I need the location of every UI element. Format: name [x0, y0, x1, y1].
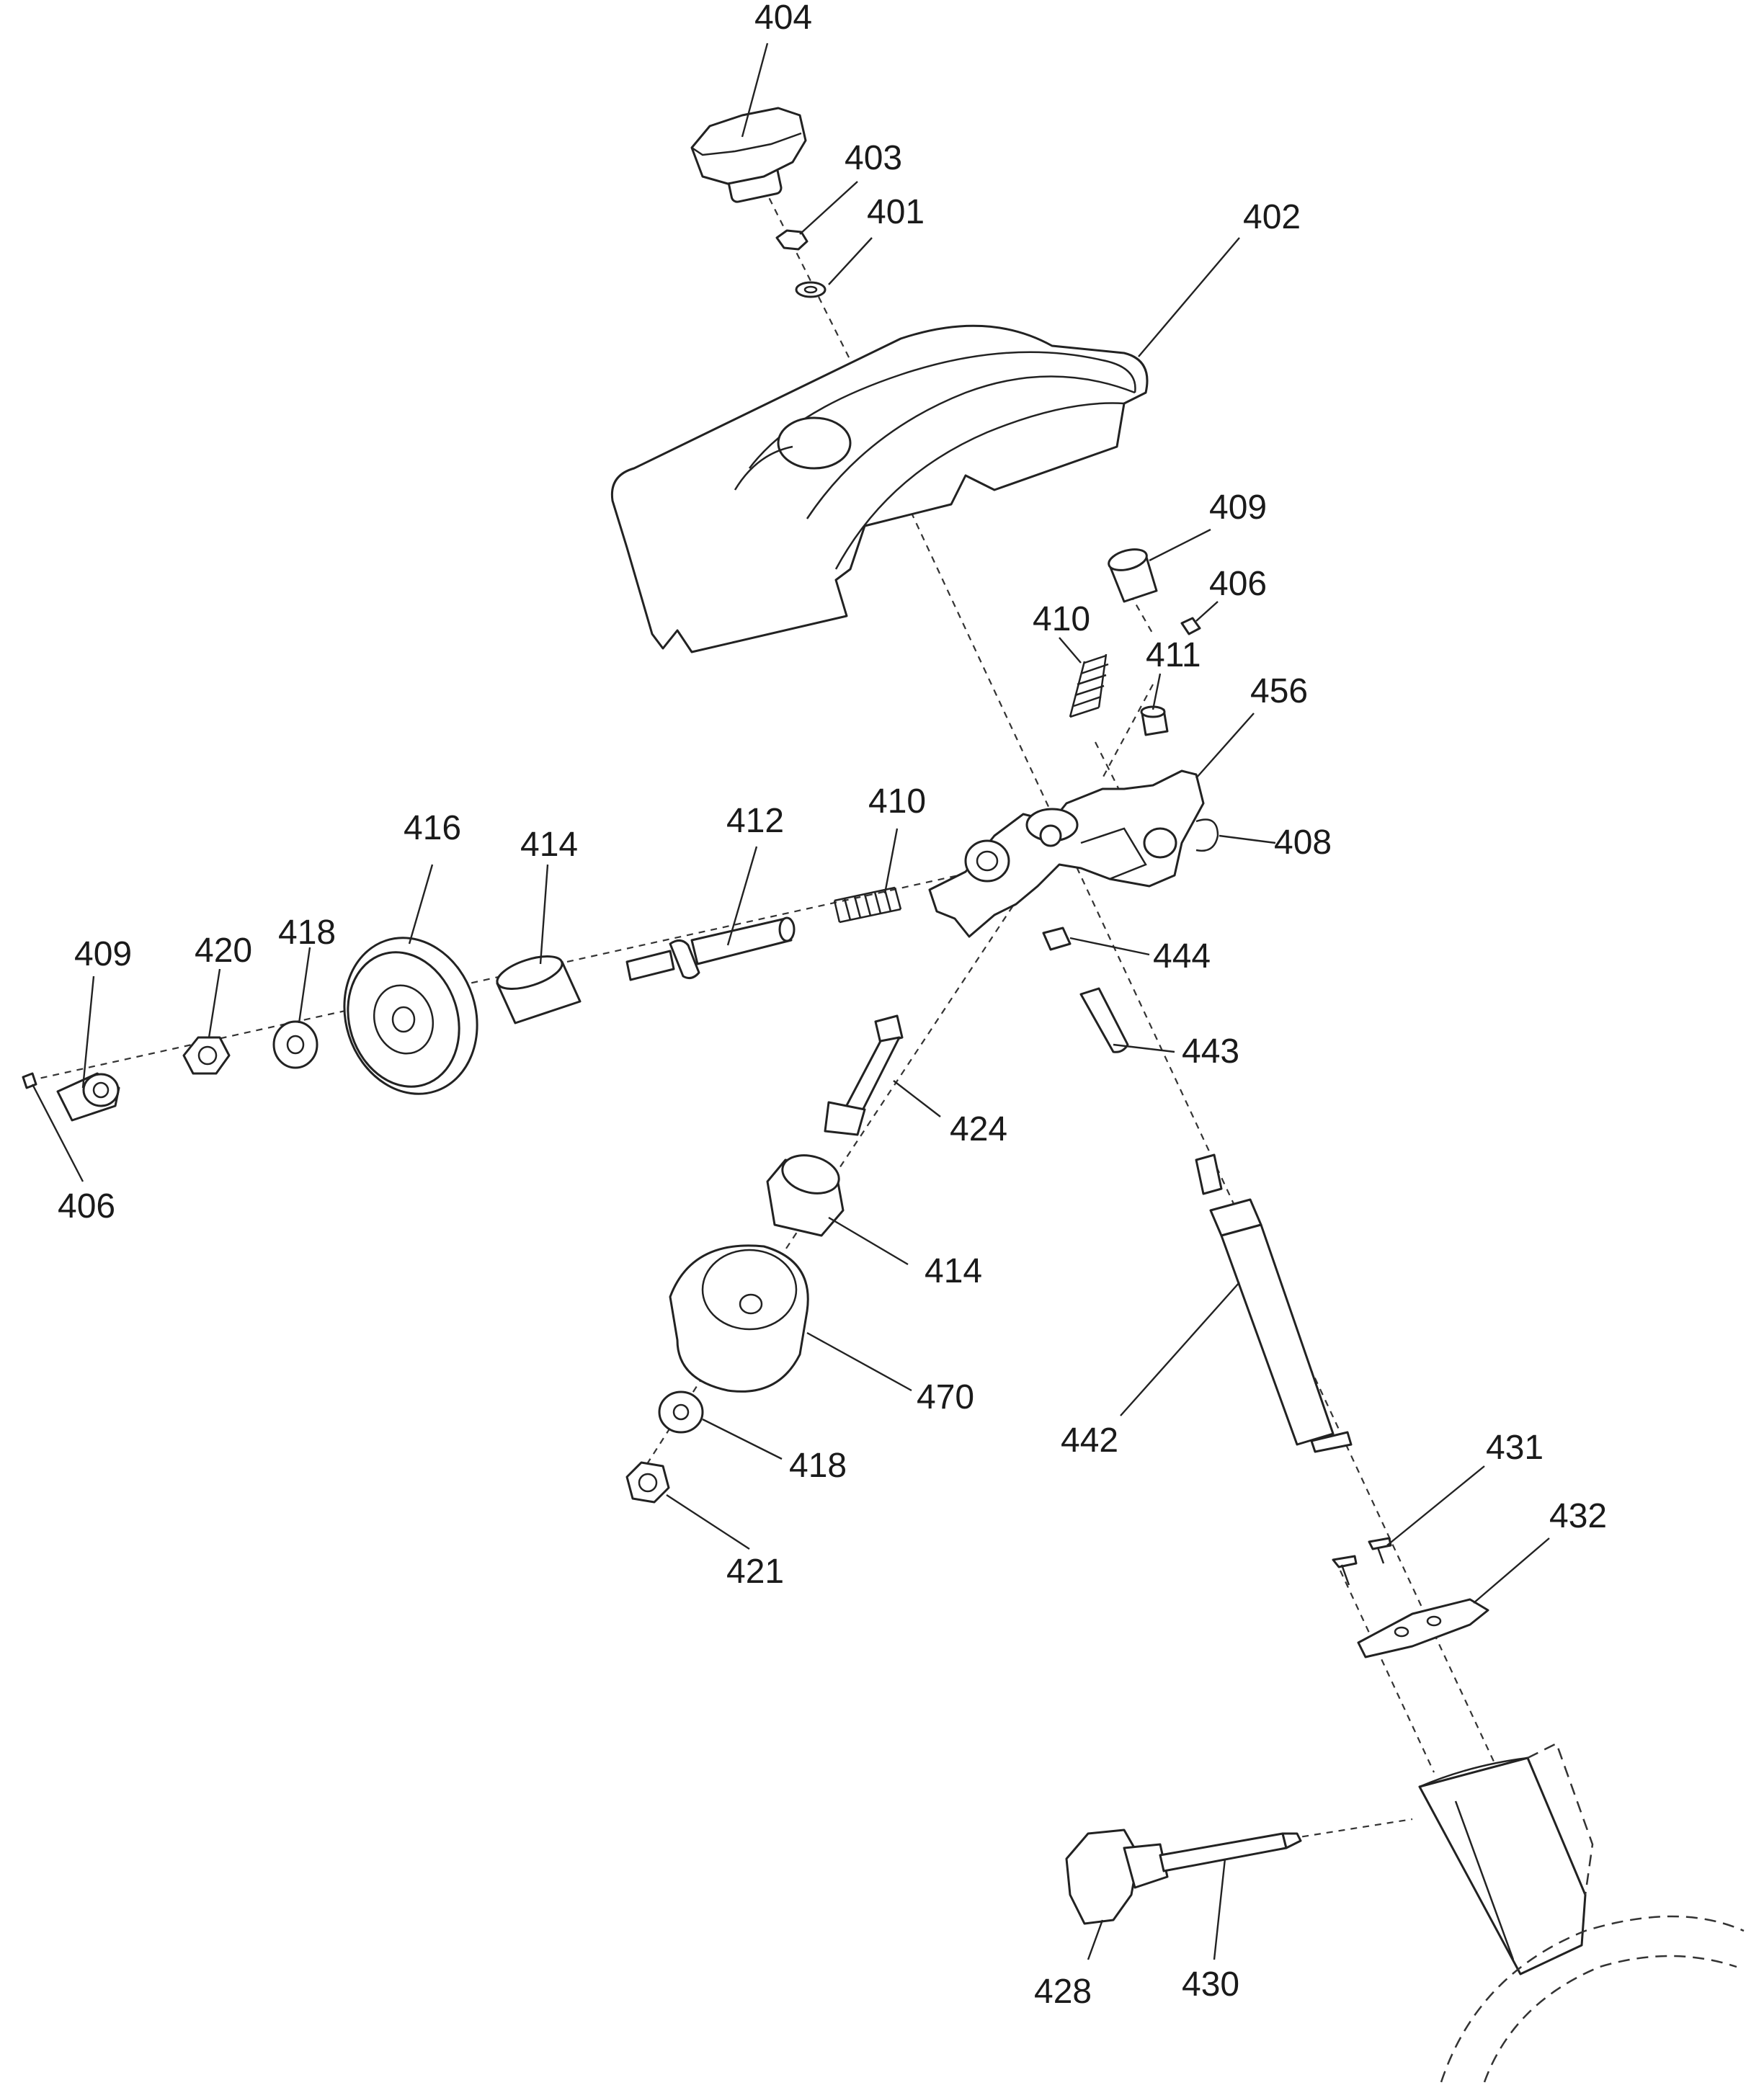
callout-406-left: 406 [58, 1187, 115, 1225]
callout-409-left: 409 [74, 935, 132, 973]
part-444-nut [1042, 927, 1072, 951]
base-post [1418, 1756, 1587, 1975]
callout-404: 404 [754, 0, 812, 37]
part-409-cap-left [56, 1072, 120, 1122]
callout-430: 430 [1182, 1965, 1239, 2004]
callout-470: 470 [917, 1378, 974, 1416]
callout-412: 412 [726, 802, 784, 840]
callout-403: 403 [845, 139, 902, 177]
callout-444: 444 [1153, 937, 1211, 975]
part-414-bushing-upper [496, 955, 582, 1024]
part-420-nut [182, 1036, 231, 1075]
callout-401: 401 [867, 193, 925, 231]
part-404-knob [690, 107, 807, 203]
part-470-wheel [669, 1244, 809, 1393]
part-406-screw-upper [1180, 617, 1201, 635]
callout-418-upper: 418 [278, 914, 336, 952]
part-418-washer-lower [658, 1390, 704, 1434]
part-410-spring-lower [833, 886, 902, 924]
part-403-nut [775, 229, 808, 251]
part-408-clip [1195, 818, 1219, 852]
callout-443: 443 [1182, 1032, 1239, 1071]
part-443-pin [1079, 987, 1129, 1053]
callout-402: 402 [1243, 198, 1301, 236]
part-414-bushing-lower [766, 1154, 845, 1237]
leader-lines [31, 43, 1550, 1960]
part-409-cap-upper [1108, 548, 1158, 603]
callout-420: 420 [195, 932, 252, 970]
callout-456: 456 [1250, 672, 1308, 710]
part-418-washer-upper [272, 1020, 318, 1069]
callout-408: 408 [1274, 823, 1332, 862]
part-424-stud [824, 1014, 904, 1136]
part-431-screws [1332, 1537, 1392, 1586]
part-428-knob [1065, 1829, 1169, 1925]
callout-416: 416 [404, 809, 461, 847]
part-416-pulley [343, 937, 478, 1095]
callout-432: 432 [1549, 1497, 1607, 1535]
callout-428: 428 [1034, 1973, 1092, 2011]
callout-421: 421 [726, 1553, 784, 1591]
callout-431: 431 [1486, 1429, 1544, 1467]
part-456-bracket [928, 769, 1205, 938]
part-432-plate [1357, 1598, 1489, 1658]
callout-406-upper: 406 [1209, 565, 1267, 603]
part-442-column [1195, 1153, 1353, 1453]
callout-409-upper: 409 [1209, 488, 1267, 527]
part-411-sleeve [1140, 705, 1169, 736]
part-401-washer [795, 281, 827, 298]
callout-414-lower: 414 [925, 1252, 982, 1290]
part-430-bolt [1159, 1832, 1302, 1872]
callout-labels: 404 403 401 402 409 406 410 411 456 408 … [58, 0, 1607, 2011]
callout-424: 424 [950, 1110, 1007, 1148]
callout-411: 411 [1146, 636, 1201, 674]
callout-410-upper: 410 [1033, 600, 1090, 638]
callout-418-lower: 418 [789, 1447, 847, 1485]
part-412-shaft [625, 916, 796, 981]
callout-442: 442 [1061, 1421, 1118, 1460]
part-410-spring-upper [1069, 653, 1109, 718]
part-402-cover [610, 324, 1149, 653]
part-421-nut [625, 1461, 670, 1504]
callout-414-upper: 414 [520, 826, 578, 864]
base-body-outline [1440, 1742, 1745, 2083]
callout-410-lower: 410 [868, 782, 926, 821]
